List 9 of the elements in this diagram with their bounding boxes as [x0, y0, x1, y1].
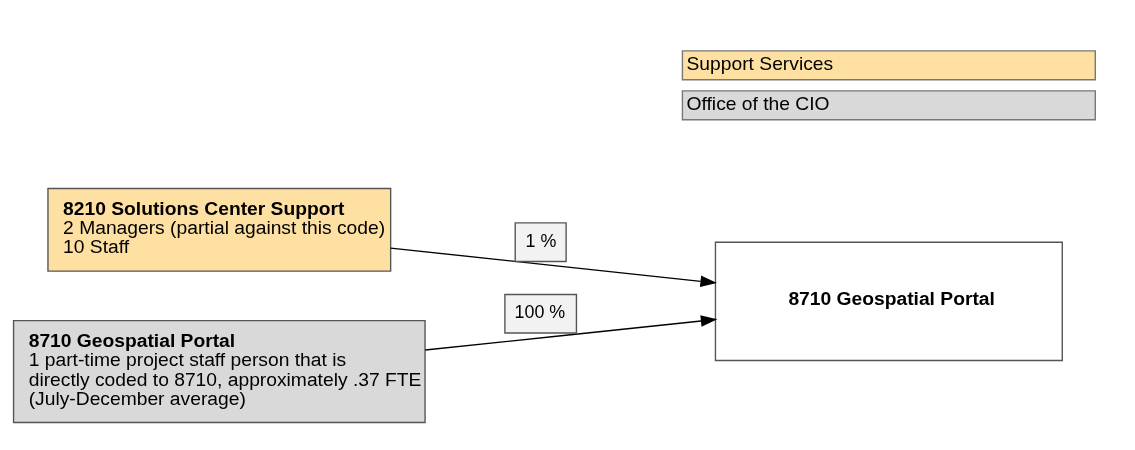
arrow	[389, 247, 717, 288]
node-box: 8710 Geospatial Portal	[714, 241, 1063, 362]
node-box: 8210 Solutions Center Support 2 Managers (partial against this code) 10 Staff	[47, 187, 392, 272]
arrow	[424, 315, 718, 351]
edge-label: 1 %	[525, 230, 557, 251]
legend-label: Office of the CIO	[686, 93, 830, 115]
legend-label: Support Services	[686, 53, 834, 75]
edge-label: 100 %	[514, 302, 566, 323]
node-box: 8710 Geospatial Portal 1 part-time project staff person that is directly coded to 8710, approximately .37 FTE (July-December average)	[12, 319, 426, 424]
